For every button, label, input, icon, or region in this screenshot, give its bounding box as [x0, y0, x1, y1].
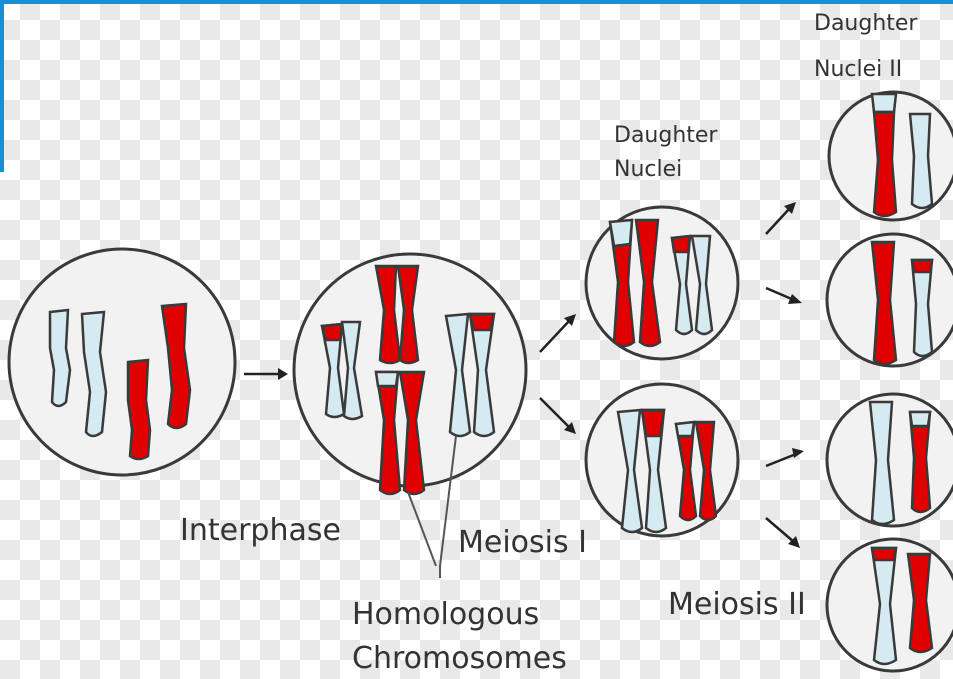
label-daughter-nuclei-2b: Nuclei II — [814, 57, 902, 82]
label-meiosis-1: Meiosis I — [458, 525, 587, 560]
daughter-nucleus-2-a — [829, 92, 953, 220]
label-interphase: Interphase — [180, 513, 341, 548]
label-daughter-nuclei-1b: Nuclei — [614, 157, 682, 182]
interphase-red-chromosome-short — [128, 360, 150, 459]
small-red-tip — [322, 324, 342, 340]
lower-red-tip-a — [642, 410, 664, 436]
arrow-to-dn2-a — [766, 202, 796, 234]
daughter-nucleus-upper — [586, 207, 738, 359]
blue-band-lower — [376, 372, 398, 386]
interphase-cell — [9, 249, 235, 475]
label-homologous: Homologous — [352, 597, 539, 632]
interphase-blue-chromosome-short — [50, 310, 70, 406]
daughter-nucleus-2-c — [827, 394, 953, 526]
label-meiosis-2: Meiosis II — [668, 587, 806, 622]
arrow-to-dn2-c — [766, 448, 804, 466]
label-daughter-nuclei-2a: Daughter — [814, 11, 918, 36]
daughter-nucleus-2-b — [827, 234, 953, 366]
arrow-to-dn2-d — [766, 518, 800, 548]
daughter-nucleus-2-d — [827, 539, 953, 671]
arrow-to-daughter-lower — [540, 398, 576, 434]
daughter-nucleus-lower — [586, 384, 738, 536]
label-chromosomes: Chromosomes — [352, 641, 567, 676]
meiosis-1-cell — [294, 254, 526, 494]
arrow-to-dn2-b — [766, 288, 802, 304]
label-daughter-nuclei-1a: Daughter — [614, 123, 718, 148]
arrow-to-daughter-upper — [540, 314, 576, 352]
red-tip-right — [470, 314, 494, 330]
upper-blue-cap — [610, 220, 632, 246]
arrow-interphase-to-meiosis — [244, 368, 288, 380]
lower-blue-tip — [676, 422, 694, 436]
upper-red-tip — [672, 236, 690, 252]
